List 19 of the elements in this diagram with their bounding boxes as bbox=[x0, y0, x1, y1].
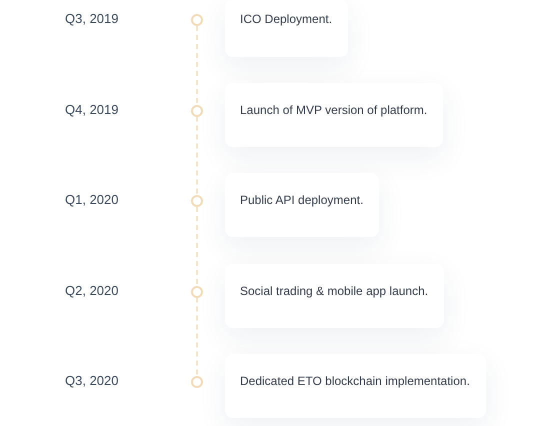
timeline-marker bbox=[191, 104, 203, 116]
milestone-text: Public API deployment. bbox=[240, 193, 364, 208]
timeline-marker bbox=[191, 14, 203, 26]
date-label: Q3, 2020 bbox=[65, 373, 118, 389]
milestone-text: Dedicated ETO blockchain implementation. bbox=[240, 374, 470, 389]
date-label: Q3, 2019 bbox=[65, 11, 118, 27]
dashed-connector bbox=[196, 26, 198, 104]
date-label: Q2, 2020 bbox=[65, 282, 118, 298]
milestone-text: ICO Deployment. bbox=[240, 12, 332, 27]
milestone-text: Launch of MVP version of platform. bbox=[240, 102, 428, 118]
milestone-text: Social trading & mobile app launch. bbox=[240, 284, 428, 298]
timeline-marker bbox=[191, 376, 203, 388]
timeline-marker bbox=[191, 286, 203, 298]
timeline-marker bbox=[191, 195, 203, 207]
date-label: Q1, 2020 bbox=[65, 192, 118, 208]
dashed-connector bbox=[196, 298, 198, 376]
dashed-connector bbox=[196, 116, 198, 195]
date-label: Q4, 2019 bbox=[65, 102, 118, 118]
dashed-connector bbox=[196, 207, 198, 286]
